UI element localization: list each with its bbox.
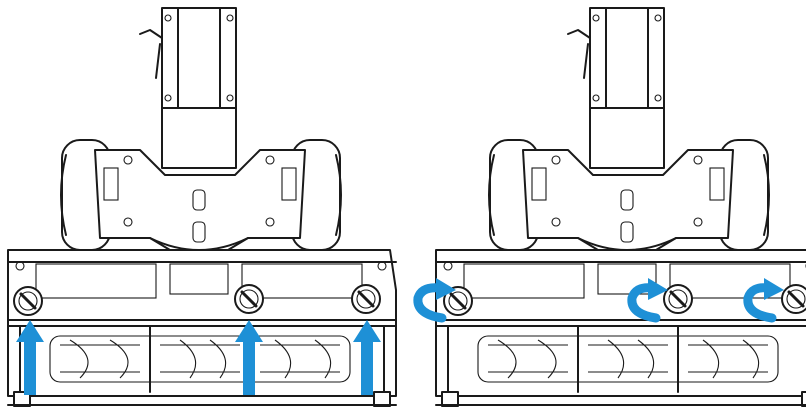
rotate-icon — [743, 283, 777, 323]
arrow-up-icon — [353, 320, 381, 395]
left-panel — [7, 7, 397, 407]
rotate-arrowhead — [764, 278, 784, 300]
rotate-icon — [627, 283, 661, 323]
rotate-arrowhead — [648, 278, 668, 300]
screw-right-2 — [662, 283, 694, 315]
arrow-up-icon — [235, 320, 263, 395]
right-panel — [435, 7, 806, 407]
screw-left-1 — [12, 285, 44, 317]
rotate-arrowhead — [436, 278, 456, 300]
brush-head-left — [7, 7, 397, 407]
rotate-icon — [413, 283, 447, 323]
screw-left-2 — [233, 283, 265, 315]
arrow-up-icon — [16, 320, 44, 395]
brush-head-right — [435, 7, 806, 407]
screw-right-3 — [780, 283, 806, 315]
screw-left-3 — [350, 283, 382, 315]
